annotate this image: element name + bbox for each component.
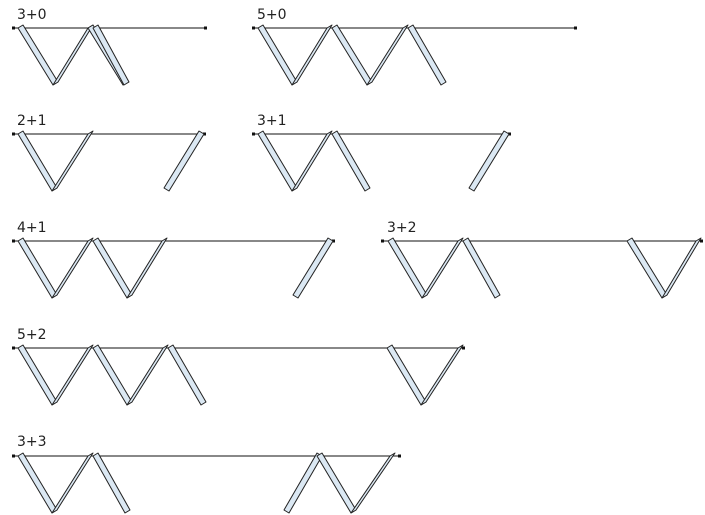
plank	[291, 130, 333, 192]
plank	[92, 24, 130, 86]
diagram-5-2: 5+2	[12, 327, 465, 406]
plank	[163, 130, 205, 192]
rail-end-left	[12, 239, 15, 243]
plank	[283, 452, 323, 514]
plank	[350, 452, 396, 514]
rail-end-left	[381, 239, 384, 243]
rail-end-left	[12, 132, 15, 136]
plank	[316, 452, 357, 514]
diagram-label: 5+2	[17, 327, 47, 343]
rail-end-right	[204, 26, 207, 30]
diagram-3-3: 3+3	[12, 434, 401, 514]
diagram-label: 3+3	[17, 434, 47, 450]
plank	[51, 130, 94, 192]
plank	[17, 344, 58, 406]
diagram-3-0: 3+0	[12, 7, 207, 86]
rail-end-left	[252, 26, 255, 30]
plank	[421, 237, 464, 299]
rail-end-left	[12, 346, 15, 350]
rail-end-left	[12, 454, 15, 458]
plank	[51, 344, 94, 406]
plank	[462, 237, 501, 299]
diagram-label: 3+2	[387, 220, 417, 236]
diagram-label: 2+1	[17, 113, 47, 129]
plank	[52, 24, 94, 86]
plank	[291, 24, 333, 86]
plank	[387, 237, 428, 299]
plank	[126, 237, 168, 299]
rail-end-left	[12, 26, 15, 30]
plank	[468, 130, 510, 192]
plank	[92, 344, 133, 406]
diagram-label: 4+1	[17, 220, 47, 236]
diagram-4-1: 4+1	[12, 220, 335, 299]
plank	[17, 130, 58, 192]
plank	[51, 237, 94, 299]
plank	[126, 344, 169, 406]
plank	[257, 130, 298, 192]
rail-end-right	[462, 346, 465, 350]
plank	[386, 344, 427, 406]
plank	[420, 344, 464, 406]
plank	[626, 237, 668, 299]
diagram-2-1: 2+1	[12, 113, 206, 192]
plank	[17, 452, 58, 514]
plank	[167, 344, 207, 406]
diagram-3-2: 3+2	[381, 220, 703, 299]
rail-end-right	[398, 454, 401, 458]
diagram-label: 3+1	[257, 113, 287, 129]
rail-end-left	[252, 132, 255, 136]
plank	[366, 24, 409, 86]
diagram-label: 3+0	[17, 7, 47, 23]
plank	[292, 237, 334, 299]
plank	[92, 237, 133, 299]
diagram-3-1: 3+1	[252, 113, 511, 192]
plank	[331, 24, 373, 86]
rail-end-right	[574, 26, 577, 30]
plank	[92, 452, 131, 514]
plank	[257, 24, 298, 86]
diagram-5-0: 5+0	[252, 7, 577, 86]
plank	[17, 24, 59, 86]
diagram-label: 5+0	[257, 7, 287, 23]
plank	[51, 452, 94, 514]
plank	[661, 237, 702, 299]
plank	[407, 24, 447, 86]
plank	[331, 130, 371, 192]
plank	[17, 237, 58, 299]
rail-end-right	[700, 239, 703, 243]
